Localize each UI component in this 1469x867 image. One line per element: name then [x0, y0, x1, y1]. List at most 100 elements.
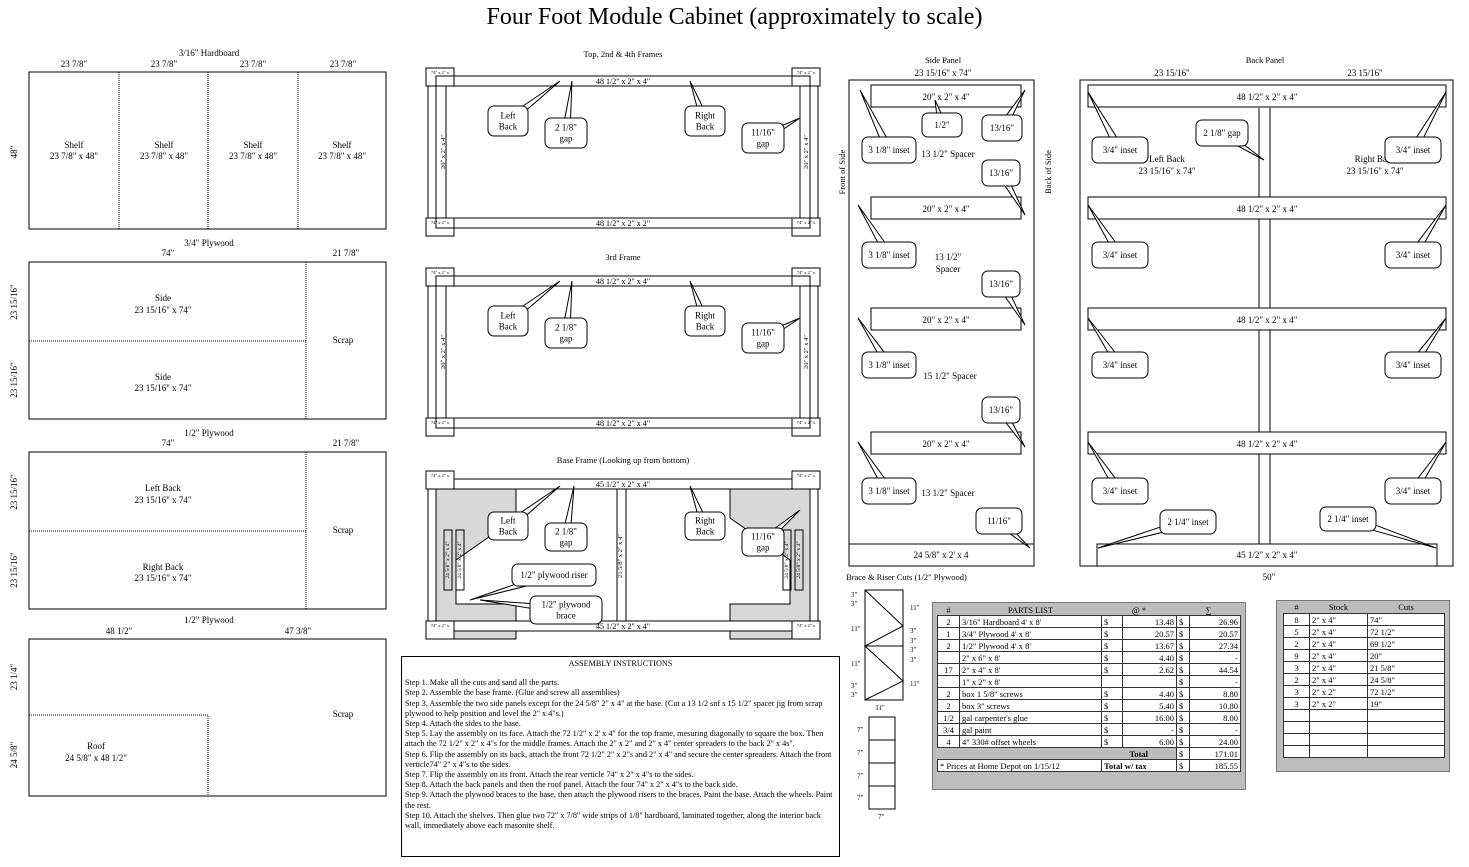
- stock-row: [1283, 709, 1445, 722]
- assembly-step: Step 10. Attach the shelves. Then glue t…: [405, 810, 821, 831]
- callout-text: 1/2" plywood: [542, 600, 591, 610]
- hardboard-label: 3/16" Hardboard: [179, 48, 240, 58]
- callout-text: gap: [560, 334, 573, 344]
- stock-header: Stock: [1328, 602, 1349, 612]
- callout-text: 3/4" inset: [1396, 360, 1431, 370]
- piece-title: Roof: [87, 741, 105, 751]
- callout-bubble: 11/16"gap: [741, 509, 801, 557]
- assembly-step: Step 4. Attach the sides to the base.: [405, 719, 521, 729]
- callout-text: 2 1/8" gap: [1203, 128, 1241, 138]
- total-value: 171.01: [1189, 747, 1241, 760]
- assembly-step: Step 6. Flip the assembly on its back, a…: [405, 749, 832, 769]
- callout-text: 13/16": [989, 279, 1014, 289]
- callout-text: 3/4" inset: [1396, 145, 1431, 155]
- callout-bubble: 2 1/8" gap: [1195, 119, 1265, 161]
- shelf-dim: 23 7/8" x 48": [229, 151, 277, 161]
- shelf-dim: 23 7/8" x 48": [50, 151, 98, 161]
- callout-text: 2 1/8": [555, 323, 577, 333]
- side-rail-label: 20" x 2" x 4": [922, 204, 969, 214]
- callout-text: 1/2": [934, 120, 950, 130]
- svg-text:74" x 2" x: 74" x 2" x: [431, 270, 450, 275]
- spacer-label: 13 1/2" Spacer: [921, 149, 974, 159]
- callout-bubble: 13/16": [981, 270, 1026, 326]
- dim-label: 21 7/8": [333, 438, 360, 448]
- callout-text: Back: [499, 122, 518, 132]
- svg-text:3": 3": [851, 682, 858, 690]
- callout-bubble: 11/16": [975, 507, 1031, 549]
- callout-text: 3/4" inset: [1396, 486, 1431, 496]
- svg-text:3": 3": [910, 637, 917, 645]
- callout-text: 3 1/8" inset: [868, 145, 910, 155]
- callout-text: gap: [757, 139, 770, 149]
- side-panel-dim: 23 15/16" x 74": [914, 68, 971, 78]
- brace-outline: [864, 589, 904, 701]
- callout-text: Left: [501, 516, 516, 526]
- callout-text: Right: [695, 516, 716, 526]
- piece-dim: 23 15/16" x 74": [134, 305, 191, 315]
- callout-text: 3/4" inset: [1103, 145, 1138, 155]
- back-right-dim: 23 15/16" x 74": [1346, 166, 1403, 176]
- callout-text: 11/16": [751, 128, 775, 138]
- callout-text: Left: [501, 311, 516, 321]
- svg-text:20" x 2" x 4": 20" x 2" x 4": [803, 135, 810, 169]
- plywood-12b-sheet: 1/2" Plywood 48 1/2" 47 3/8" 23 1/4" 24 …: [9, 615, 387, 797]
- back-rail-label: 48 1/2" x 2" x 4": [1237, 204, 1298, 214]
- side-rail-label: 20" x 2" x 4": [922, 439, 969, 449]
- callout-text: 11/16": [987, 516, 1011, 526]
- callout-text: 3/4" inset: [1103, 360, 1138, 370]
- svg-text:45 1/2" x 2" x 4": 45 1/2" x 2" x 4": [596, 480, 650, 489]
- callout-text: gap: [560, 538, 573, 548]
- tax-total: 185.55: [1189, 759, 1241, 772]
- dim-label: 23 15/16": [9, 362, 19, 398]
- callout-bubble: 2 1/4" inset: [1319, 506, 1437, 549]
- svg-text:74" x 2" x: 74" x 2" x: [797, 270, 816, 275]
- callout-bubble: 13/16": [981, 159, 1026, 216]
- svg-text:3": 3": [910, 646, 917, 654]
- callout-bubble: 2 1/8"gap: [544, 485, 588, 552]
- svg-text:48 1/2" x 2" x 4": 48 1/2" x 2" x 4": [596, 77, 650, 86]
- svg-text:11": 11": [910, 680, 920, 688]
- callout-text: Back: [696, 322, 715, 332]
- plywood-12a-sheet: 1/2" Plywood 74" 21 7/8" 23 15/16" 23 15…: [9, 428, 387, 610]
- sheet-label: 1/2" Plywood: [184, 428, 234, 438]
- callout-bubble: 3 1/8" inset: [857, 204, 917, 269]
- callout-text: 3/4" inset: [1396, 250, 1431, 260]
- side-rail-label: 20" x 2" x 4": [922, 92, 969, 102]
- svg-text:74" x 2" x: 74" x 2" x: [431, 623, 450, 628]
- svg-text:11": 11": [851, 625, 861, 633]
- callout-bubble: 2 1/8"gap: [544, 280, 588, 349]
- callout-text: Back: [696, 527, 715, 537]
- back-bottom-rail: 45 1/2" x 2" x 4": [1237, 550, 1298, 560]
- callout-bubble: 3/4" inset: [1087, 91, 1149, 164]
- callout-text: brace: [556, 611, 575, 621]
- assembly-step: Step 9. Attach the plywood braces to the…: [405, 790, 833, 810]
- dim-label: 24 5/8": [9, 741, 19, 768]
- svg-text:3": 3": [910, 627, 917, 635]
- dim-label: 23 15/16": [1347, 68, 1383, 78]
- callout-bubble: 13/16": [981, 396, 1026, 448]
- shelf-title: Shelf: [333, 140, 352, 150]
- svg-text:3": 3": [851, 600, 858, 608]
- dim-label: 23 15/16": [1154, 68, 1190, 78]
- dim-label: 23 7/8": [151, 59, 178, 69]
- back-left-dim: 23 15/16" x 74": [1138, 166, 1195, 176]
- brace-title: Brace & Riser Cuts (1/2" Plywood): [846, 572, 967, 582]
- piece-dim: 23 15/16" x 74": [134, 495, 191, 505]
- callout-text: gap: [757, 543, 770, 553]
- callout-bubble: 2 1/8"gap: [544, 80, 588, 149]
- callout-text: gap: [560, 134, 573, 144]
- parts-row: 2" x 6" x 8'$4.40$-: [937, 651, 1241, 664]
- callout-text: 13/16": [990, 123, 1015, 133]
- piece-dim: 24 5/8" x 48 1/2": [65, 753, 127, 763]
- svg-text:20" x 2" x 4": 20" x 2" x 4": [440, 335, 447, 369]
